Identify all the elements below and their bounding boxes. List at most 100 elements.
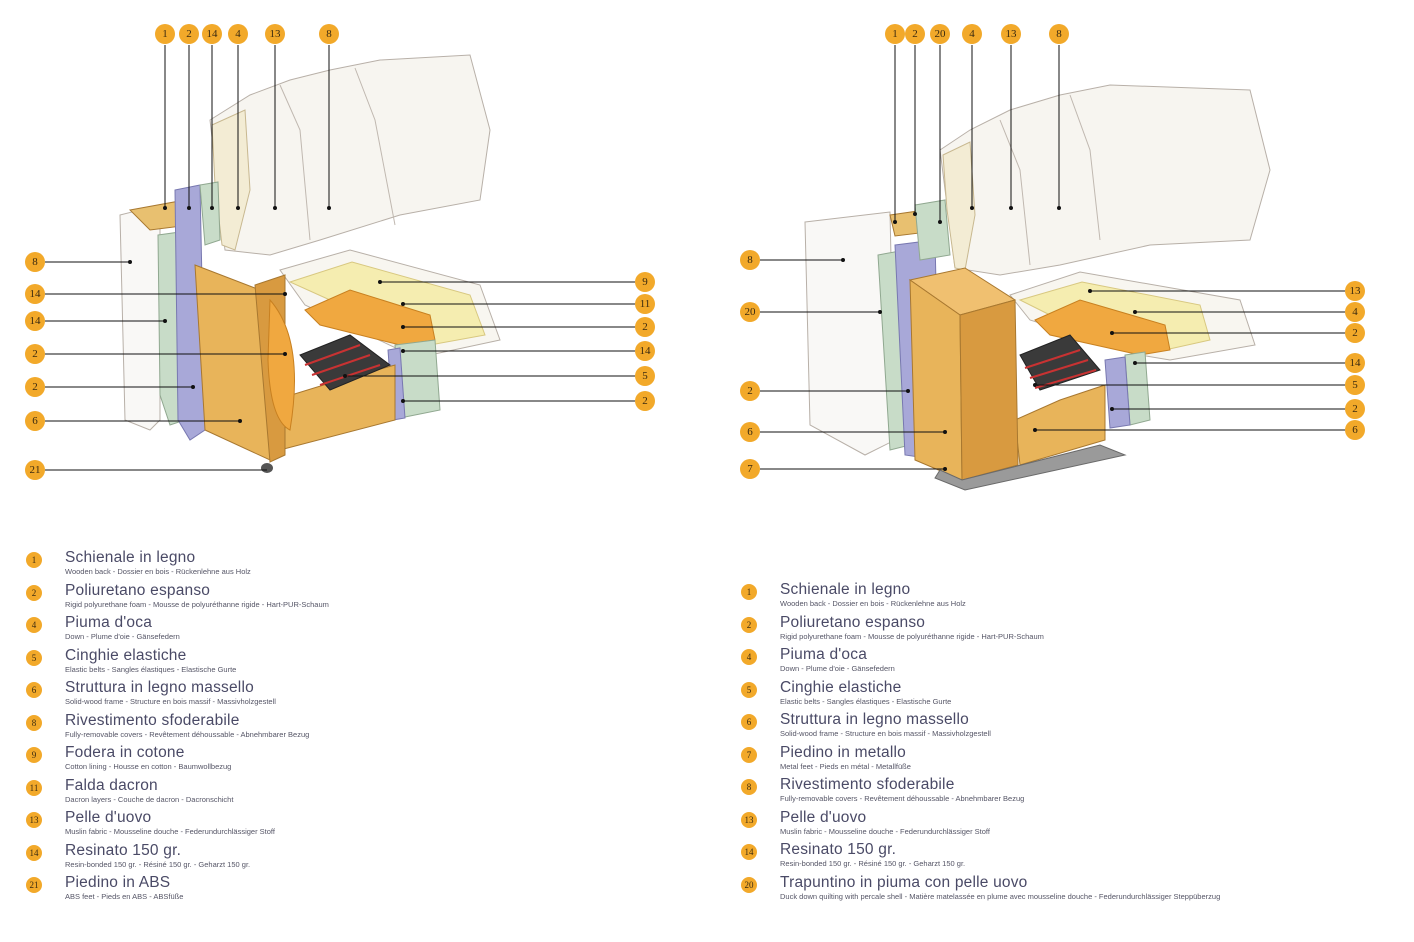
callout-badge: 11	[635, 294, 655, 314]
legend-title: Schienale in legno	[65, 549, 196, 566]
callout-badge: 2	[905, 24, 925, 44]
legend-subtitle: Elastic belts - Sangles élastiques - Ela…	[780, 696, 952, 706]
right-sofa-drawing	[804, 84, 1271, 491]
legend-subtitle: Resin-bonded 150 gr. - Résiné 150 gr. - …	[780, 859, 966, 868]
callout-badge: 8	[1049, 24, 1069, 44]
legend-subtitle: Rigid polyurethane foam - Mousse de poly…	[780, 631, 1044, 641]
legend-badge: 4	[26, 617, 42, 633]
legend-title: Poliuretano espanso	[65, 581, 211, 599]
callout-badge: 14	[1345, 353, 1365, 373]
callout-badge: 14	[635, 341, 655, 361]
legend-badge: 6	[741, 714, 757, 730]
left-leader-dots	[128, 206, 405, 423]
right-leader-dots	[841, 206, 1137, 471]
legend-subtitle: Wooden back - Dossier en bois - Rückenle…	[65, 567, 251, 576]
callout-badge: 6	[25, 411, 45, 431]
legend-subtitle: Fully-removable covers - Revêtement dého…	[780, 794, 1025, 803]
legend-badge: 14	[26, 844, 42, 861]
legend-title: Rivestimento sfoderabile	[65, 711, 240, 729]
legend-subtitle: Cotton lining - Housse en cotton - Baumw…	[65, 762, 232, 771]
legend-badge: 11	[26, 779, 42, 796]
callout-badge: 6	[740, 422, 760, 442]
callout-badge: 9	[635, 272, 655, 292]
callout-badge: 5	[635, 366, 655, 386]
legend-title: Struttura in legno massello	[65, 679, 254, 696]
legend-badge: 8	[741, 779, 757, 795]
callout-badge: 2	[25, 344, 45, 364]
legend-subtitle: ABS feet - Pieds en ABS - ABSfüße	[65, 892, 184, 901]
legend-badge: 4	[741, 649, 757, 665]
callout-badge: 2	[25, 377, 45, 397]
callout-badge: 4	[1345, 302, 1365, 322]
callout-badge: 21	[25, 460, 45, 480]
legend-title: Rivestimento sfoderabile	[780, 776, 955, 793]
callout-badge: 5	[1345, 375, 1365, 395]
legend-subtitle: Muslin fabric - Mousseline douche - Fede…	[780, 826, 990, 836]
callout-badge: 20	[930, 24, 950, 44]
legend-title: Piedino in metallo	[780, 743, 906, 761]
callout-badge: 2	[1345, 323, 1365, 343]
callout-badge: 13	[1345, 281, 1365, 301]
callout-badge: 2	[1345, 399, 1365, 419]
legend-badge: 9	[26, 747, 42, 763]
left-sofa-drawing	[119, 54, 501, 473]
legend-title: Piedino in ABS	[65, 874, 171, 891]
legend-subtitle: Dacron layers - Couche de dacron - Dacro…	[65, 794, 234, 804]
callout-badge: 13	[1001, 24, 1021, 44]
legend-badge: 6	[26, 682, 42, 698]
callout-badge: 14	[202, 24, 222, 44]
sofa-cutaway-illustrations	[45, 45, 1345, 491]
left-leader-lines	[45, 45, 635, 471]
callout-badge: 20	[740, 302, 760, 322]
legend-badge: 20	[741, 876, 757, 893]
callout-badge: 2	[740, 381, 760, 401]
legend-subtitle: Rigid polyurethane foam - Mousse de poly…	[65, 599, 329, 609]
legend-title: Resinato 150 gr.	[65, 841, 182, 859]
legend-badge: 5	[741, 681, 757, 698]
callout-badge: 2	[635, 317, 655, 337]
callout-badge: 2	[635, 391, 655, 411]
legend-subtitle: Wooden back - Dossier en bois - Rückenle…	[780, 599, 966, 608]
legend-title: Piuma d'oca	[65, 614, 153, 631]
callout-badge: 8	[319, 24, 339, 44]
legend-subtitle: Solid-wood frame - Structure en bois mas…	[65, 697, 276, 706]
legend-subtitle: Duck down quilting with percale shell - …	[780, 891, 1221, 901]
legend-title: Pelle d'uovo	[65, 809, 152, 826]
callout-badge: 2	[179, 24, 199, 44]
callout-badge: 13	[265, 24, 285, 44]
legend-subtitle: Elastic belts - Sangles élastiques - Ela…	[65, 664, 237, 674]
legend-title: Schienale in legno	[780, 581, 911, 598]
legend-badge: 13	[741, 811, 757, 828]
legend-badge: 7	[741, 746, 757, 763]
callout-badge: 4	[228, 24, 248, 44]
legend-badge: 13	[26, 812, 42, 828]
legend-badge: 5	[26, 649, 42, 666]
callout-badge: 6	[1345, 420, 1365, 440]
legend-title: Poliuretano espanso	[780, 613, 926, 631]
callout-badge: 8	[25, 252, 45, 272]
legend-title: Cinghie elastiche	[65, 646, 187, 664]
legend-badge: 2	[741, 616, 757, 633]
legend-subtitle: Fully-removable covers - Revêtement dého…	[65, 729, 310, 739]
legend-title: Pelle d'uovo	[780, 808, 867, 826]
legend-title: Fodera in cotone	[65, 744, 185, 761]
legend-badge: 1	[741, 584, 757, 600]
legend-subtitle: Down - Plume d'oie - Gänsefedern	[780, 664, 895, 673]
legend-title: Cinghie elastiche	[780, 678, 902, 696]
callout-badge: 1	[155, 24, 175, 44]
callout-badge: 1	[885, 24, 905, 44]
right-leader-lines	[760, 45, 1345, 470]
legend-title: Trapuntino in piuma con pelle uovo	[780, 873, 1028, 891]
legend-subtitle: Down - Plume d'oie - Gänsefedern	[65, 632, 180, 641]
callout-badge: 4	[962, 24, 982, 44]
legend-subtitle: Solid-wood frame - Structure en bois mas…	[780, 729, 991, 738]
legend-subtitle: Metal feet - Pieds en métal - Metallfüße	[780, 761, 911, 771]
callout-badge: 14	[25, 311, 45, 331]
legend-subtitle: Muslin fabric - Mousseline douche - Fede…	[65, 827, 275, 836]
legend-badge: 2	[26, 584, 42, 601]
legend-badge: 1	[26, 552, 42, 568]
legend-title: Falda dacron	[65, 776, 158, 794]
callout-badge: 14	[25, 284, 45, 304]
legend-title: Struttura in legno massello	[780, 711, 969, 728]
legend-badge: 14	[741, 844, 757, 860]
